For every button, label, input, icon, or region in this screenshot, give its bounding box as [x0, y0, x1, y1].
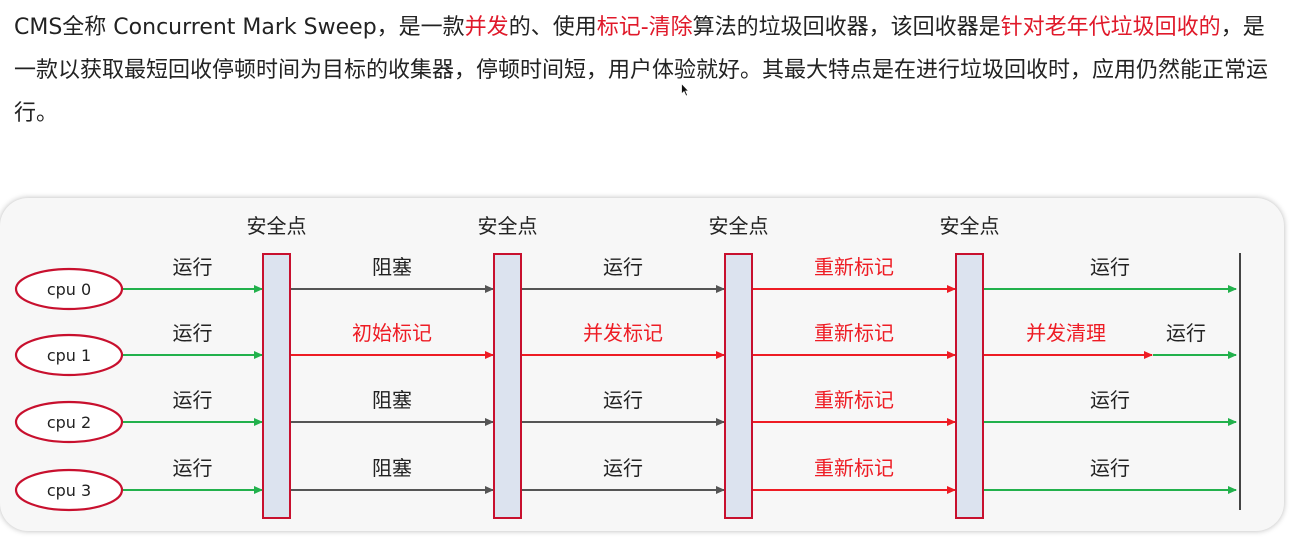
intro-text: 算法的垃圾回收器，该回收器是 [692, 15, 1001, 40]
phase-label: 运行 [603, 255, 643, 279]
intro-text: ，是一款以获取最短回收停顿时间为目标的收集器，停顿时间短，用户体验就好。其最大特… [14, 15, 1269, 126]
highlighted-term: 针对老年代垃圾回收的 [1000, 15, 1221, 40]
safepoint-bar [493, 253, 522, 519]
phase-label: 并发标记 [583, 321, 663, 345]
phase-label: 阻塞 [372, 456, 412, 480]
phase-label: 运行 [173, 456, 213, 480]
phase-label: 运行 [173, 321, 213, 345]
phase-label: 重新标记 [814, 388, 894, 412]
phase-label: 阻塞 [372, 388, 412, 412]
phase-label: 运行 [1166, 321, 1206, 345]
phase-label: 运行 [1090, 456, 1130, 480]
safepoint-label: 安全点 [940, 214, 1000, 238]
safepoint-label: 安全点 [478, 214, 538, 238]
phase-label: 运行 [173, 388, 213, 412]
safepoint-bar [262, 253, 291, 519]
phase-label: 运行 [603, 388, 643, 412]
phase-label: 并发清理 [1026, 321, 1106, 345]
phase-label: 初始标记 [352, 321, 432, 345]
safepoint-bar [724, 253, 753, 519]
phase-label: 运行 [1090, 255, 1130, 279]
highlighted-term: 并发 [464, 15, 509, 40]
phase-label: 阻塞 [372, 255, 412, 279]
phase-label: 重新标记 [814, 321, 894, 345]
phase-label: 重新标记 [814, 456, 894, 480]
phase-label: 运行 [1090, 388, 1130, 412]
cpu-node [14, 333, 124, 377]
cpu-node [14, 468, 124, 512]
diagram-panel [0, 198, 1284, 531]
intro-text: CMS全称 Concurrent Mark Sweep，是一款 [14, 15, 465, 40]
cpu-label: cpu 3 [47, 481, 91, 500]
cpu-label: cpu 2 [47, 413, 91, 432]
intro-paragraph: CMS全称 Concurrent Mark Sweep，是一款并发的、使用标记-… [14, 6, 1286, 135]
phase-label: 运行 [603, 456, 643, 480]
safepoint-label: 安全点 [709, 214, 769, 238]
mouse-cursor-icon [681, 83, 689, 97]
safepoint-bar [955, 253, 984, 519]
highlighted-term: 标记-清除 [596, 15, 693, 40]
phase-label: 重新标记 [814, 255, 894, 279]
phase-label: 运行 [173, 255, 213, 279]
cpu-node [14, 267, 124, 311]
cpu-label: cpu 1 [47, 346, 91, 365]
cpu-label: cpu 0 [47, 280, 91, 299]
safepoint-label: 安全点 [247, 214, 307, 238]
cpu-node [14, 400, 124, 444]
intro-text: 的、使用 [508, 15, 597, 40]
